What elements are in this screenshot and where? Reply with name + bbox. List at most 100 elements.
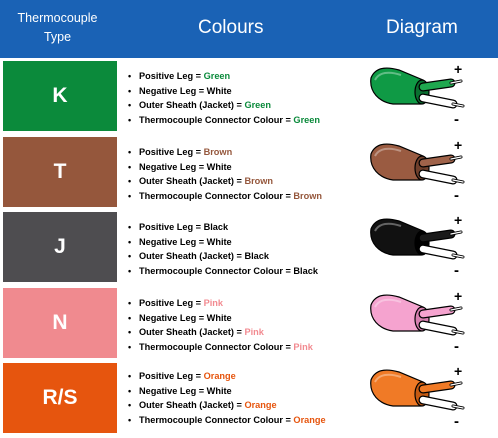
colour-item-positive: Positive Leg = Brown bbox=[128, 145, 322, 160]
connector-value: Brown bbox=[293, 190, 323, 201]
negative-wire-fill bbox=[452, 254, 464, 258]
positive-label: Positive Leg = bbox=[139, 147, 204, 157]
negative-value: White bbox=[206, 385, 232, 396]
positive-label: Positive Leg = bbox=[139, 371, 204, 381]
connector-value: Pink bbox=[293, 341, 313, 352]
negative-value: White bbox=[206, 236, 232, 247]
negative-label: Negative Leg = bbox=[139, 312, 207, 323]
thermocouple-row: KPositive Leg = GreenNegative Leg = Whit… bbox=[0, 58, 498, 131]
positive-wire-fill bbox=[450, 80, 462, 84]
colour-item-positive: Positive Leg = Black bbox=[128, 220, 318, 235]
colour-item-connector: Thermocouple Connector Colour = Green bbox=[128, 113, 320, 128]
connector-value: Green bbox=[293, 114, 320, 125]
colour-item-positive: Positive Leg = Green bbox=[128, 69, 320, 84]
sheath-label: Outer Sheath (Jacket) = bbox=[139, 400, 245, 410]
colour-item-connector: Thermocouple Connector Colour = Black bbox=[128, 264, 318, 279]
type-cell: N bbox=[3, 288, 117, 358]
connector-label: Thermocouple Connector Colour = bbox=[139, 414, 294, 425]
positive-label: Positive Leg = bbox=[139, 71, 204, 81]
colour-item-sheath: Outer Sheath (Jacket) = Orange bbox=[128, 398, 326, 413]
type-header-line1: Thermocouple bbox=[17, 11, 98, 25]
positive-value: Orange bbox=[203, 371, 236, 381]
minus-sign: - bbox=[454, 111, 459, 128]
diagram-column-header: Diagram bbox=[386, 17, 458, 38]
colour-list: Positive Leg = GreenNegative Leg = White… bbox=[128, 69, 320, 127]
connector-value: Black bbox=[293, 265, 318, 276]
colour-item-sheath: Outer Sheath (Jacket) = Black bbox=[128, 249, 318, 264]
sheath-value: Orange bbox=[244, 400, 277, 410]
plus-sign: + bbox=[454, 137, 462, 153]
positive-lead bbox=[419, 155, 455, 167]
minus-sign: - bbox=[454, 413, 459, 430]
positive-value: Green bbox=[203, 71, 231, 81]
plus-sign: + bbox=[454, 61, 462, 77]
minus-sign: - bbox=[454, 262, 459, 279]
connector-label: Thermocouple Connector Colour = bbox=[139, 341, 294, 352]
type-header-line2: Type bbox=[43, 30, 72, 44]
positive-wire-fill bbox=[450, 307, 462, 311]
sheath-label: Outer Sheath (Jacket) = bbox=[139, 100, 245, 110]
thermocouple-row: R/SPositive Leg = OrangeNegative Leg = W… bbox=[0, 360, 498, 433]
positive-label: Positive Leg = bbox=[139, 298, 204, 308]
colour-item-connector: Thermocouple Connector Colour = Pink bbox=[128, 340, 313, 355]
colour-item-negative: Negative Leg = White bbox=[128, 311, 313, 326]
negative-label: Negative Leg = bbox=[139, 385, 207, 396]
connector-label: Thermocouple Connector Colour = bbox=[139, 265, 294, 276]
negative-wire-fill bbox=[452, 330, 464, 334]
type-cell: R/S bbox=[3, 363, 117, 433]
plus-sign: + bbox=[454, 212, 462, 228]
positive-lead bbox=[419, 306, 455, 318]
negative-label: Negative Leg = bbox=[139, 85, 207, 96]
sheath-value: Pink bbox=[244, 327, 264, 337]
thermocouple-row: JPositive Leg = BlackNegative Leg = Whit… bbox=[0, 209, 498, 282]
colour-item-negative: Negative Leg = White bbox=[128, 160, 322, 175]
minus-sign: - bbox=[454, 338, 459, 355]
colour-item-negative: Negative Leg = White bbox=[128, 235, 318, 250]
type-column-header: Thermocouple Type bbox=[0, 9, 115, 47]
colour-item-connector: Thermocouple Connector Colour = Orange bbox=[128, 413, 326, 428]
colour-item-negative: Negative Leg = White bbox=[128, 384, 326, 399]
colour-item-negative: Negative Leg = White bbox=[128, 84, 320, 99]
connector-label: Thermocouple Connector Colour = bbox=[139, 190, 294, 201]
connector-value: Orange bbox=[293, 414, 326, 425]
sheath-value: Black bbox=[244, 251, 269, 261]
positive-wire-fill bbox=[450, 231, 462, 235]
positive-value: Pink bbox=[203, 298, 223, 308]
cable-diagram: +- bbox=[370, 61, 465, 128]
negative-lead bbox=[419, 321, 457, 335]
colour-item-positive: Positive Leg = Orange bbox=[128, 369, 326, 384]
negative-label: Negative Leg = bbox=[139, 236, 207, 247]
positive-lead bbox=[419, 79, 455, 91]
colour-item-sheath: Outer Sheath (Jacket) = Brown bbox=[128, 174, 322, 189]
cable-jacket-highlight bbox=[374, 373, 402, 383]
type-cell: T bbox=[3, 137, 117, 207]
positive-lead bbox=[419, 381, 455, 393]
colour-item-sheath: Outer Sheath (Jacket) = Green bbox=[128, 98, 320, 113]
colour-list: Positive Leg = BrownNegative Leg = White… bbox=[128, 145, 322, 203]
positive-value: Brown bbox=[203, 147, 233, 157]
cable-diagram: +- bbox=[370, 363, 465, 430]
positive-wire-fill bbox=[450, 382, 462, 386]
colour-list: Positive Leg = PinkNegative Leg = WhiteO… bbox=[128, 296, 313, 354]
cable-diagram: +- bbox=[370, 137, 465, 204]
colour-list: Positive Leg = OrangeNegative Leg = Whit… bbox=[128, 369, 326, 427]
positive-wire-fill bbox=[450, 156, 462, 160]
cable-jacket-highlight bbox=[374, 71, 402, 81]
sheath-value: Brown bbox=[244, 176, 274, 186]
negative-wire-fill bbox=[452, 103, 464, 107]
cable-jacket-highlight bbox=[374, 147, 402, 157]
negative-wire-fill bbox=[452, 179, 464, 183]
cable-jacket-highlight bbox=[374, 222, 402, 232]
plus-sign: + bbox=[454, 363, 462, 379]
negative-label: Negative Leg = bbox=[139, 161, 207, 172]
table-header: Thermocouple Type Colours Diagram bbox=[0, 0, 498, 58]
negative-lead bbox=[419, 245, 457, 259]
colour-item-sheath: Outer Sheath (Jacket) = Pink bbox=[128, 325, 313, 340]
type-cell: K bbox=[3, 61, 117, 131]
negative-lead bbox=[419, 396, 457, 410]
negative-lead bbox=[419, 170, 457, 184]
cable-jacket-highlight bbox=[374, 298, 402, 308]
sheath-label: Outer Sheath (Jacket) = bbox=[139, 327, 245, 337]
sheath-value: Green bbox=[244, 100, 271, 110]
